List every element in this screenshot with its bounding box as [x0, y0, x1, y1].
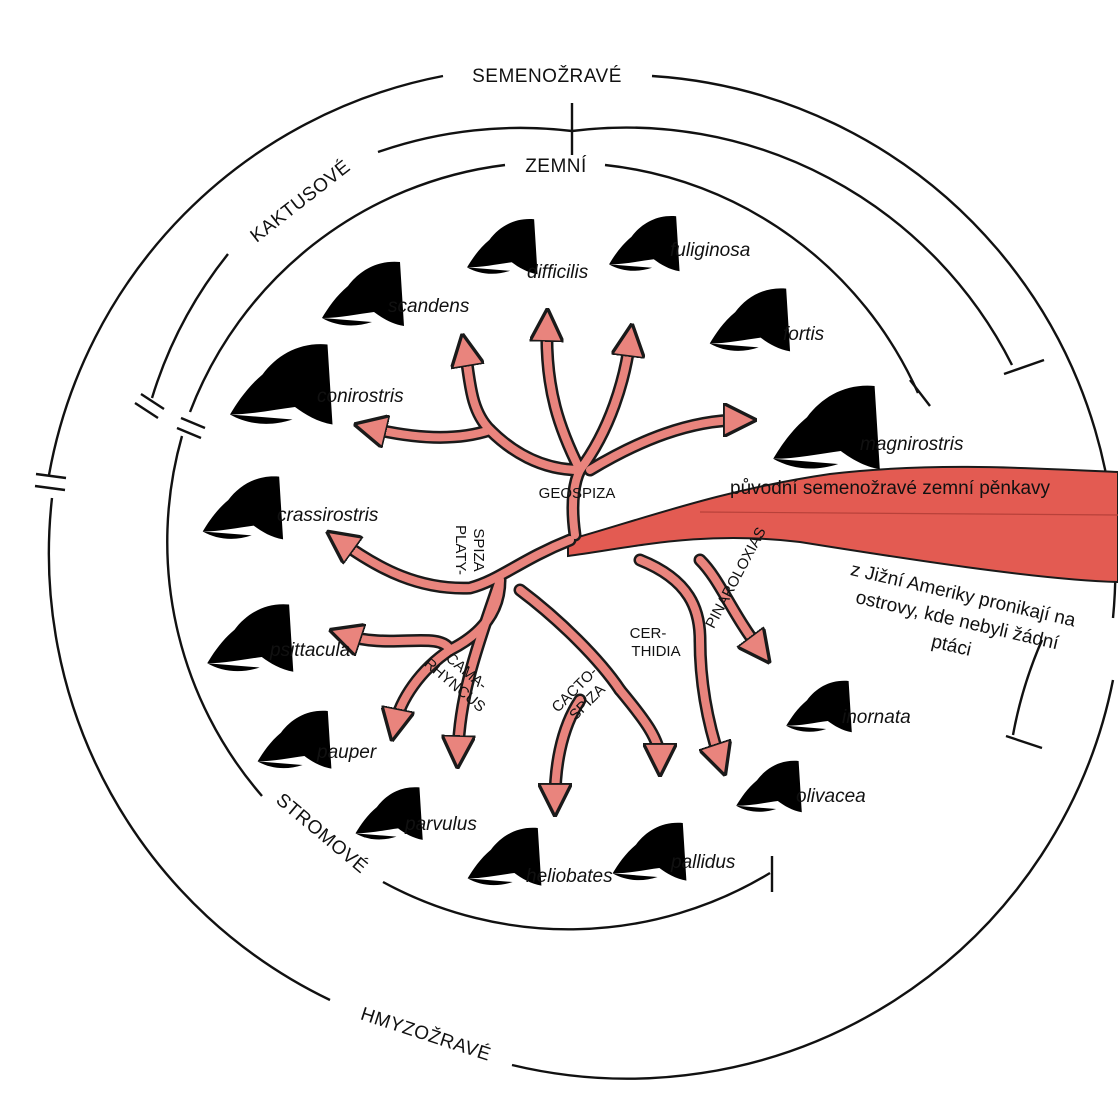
ring-label-insect-eaters: HMYZOŽRAVÉ	[358, 1003, 494, 1066]
finch-head-fortis	[710, 288, 790, 351]
finch-head-fuliginosa	[609, 216, 680, 271]
species-label-heliobates: heliobates	[526, 866, 613, 887]
genus-label-platyspiza: PLATY- SPIZA	[452, 525, 487, 575]
species-label-difficilis: difficilis	[527, 262, 589, 283]
species-label-conirostris: conirostris	[317, 386, 404, 407]
middle-ring-arc-insect-right	[1013, 640, 1042, 735]
tick-left-a2	[135, 403, 158, 418]
species-label-scandens: scandens	[388, 296, 470, 317]
ring-label-ground: ZEMNÍ	[525, 156, 587, 177]
migration-label: z Jižní Ameriky pronikají na ostrovy, kd…	[837, 559, 1078, 682]
tick-seed-ground-right	[910, 380, 930, 406]
ring-lines	[49, 76, 1115, 1079]
tick-left-c1	[36, 474, 66, 478]
species-label-fuliginosa: fuliginosa	[670, 240, 750, 261]
ring-label-cactus: KAKTUSOVÉ	[247, 156, 355, 247]
origin-label: původní semenožravé zemní pěnkavy	[730, 478, 1051, 499]
species-label-psittacula: psittacula	[269, 640, 350, 661]
species-label-inornata: inornata	[842, 707, 911, 728]
middle-ring-arc-cactus-top	[378, 128, 572, 152]
finch-head-crassirostris	[203, 476, 283, 539]
migration-label-line3: ptáci	[929, 631, 973, 660]
genus-label-platyspiza-line2: SPIZA	[470, 528, 487, 571]
species-label-magnirostris: magnirostris	[860, 434, 964, 455]
genus-label-certhidia-line1: CER-	[630, 625, 667, 642]
genus-label-certhidia: CER- THIDIA	[630, 625, 681, 660]
genus-label-certhidia-line2: THIDIA	[631, 643, 680, 660]
species-label-crassirostris: crassirostris	[277, 505, 379, 526]
middle-ring-arc-cactus-left	[152, 254, 228, 398]
species-label-pauper: pauper	[316, 742, 377, 763]
finch-head-olivacea	[736, 761, 802, 812]
species-label-fortis: fortis	[783, 324, 825, 345]
ring-label-seed-eaters: SEMENOŽRAVÉ	[472, 65, 622, 87]
finch-head-magnirostris	[773, 386, 880, 470]
species-label-olivacea: olivacea	[796, 786, 866, 807]
genus-label-platyspiza-line1: PLATY-	[452, 525, 469, 575]
tick-insect-middle	[1006, 736, 1042, 748]
tick-left-c2	[35, 486, 65, 490]
inner-ring-arc-ground-right	[605, 165, 918, 393]
genus-label-geospiza: GEOSPIZA	[539, 485, 616, 502]
finch-head-psittacula	[207, 604, 293, 671]
finch-head-conirostris	[230, 344, 333, 424]
tick-left-b2	[177, 428, 201, 438]
species-label-pallidus: pallidus	[670, 852, 736, 873]
tick-left-b1	[181, 418, 205, 428]
species-label-parvulus: parvulus	[404, 814, 477, 835]
